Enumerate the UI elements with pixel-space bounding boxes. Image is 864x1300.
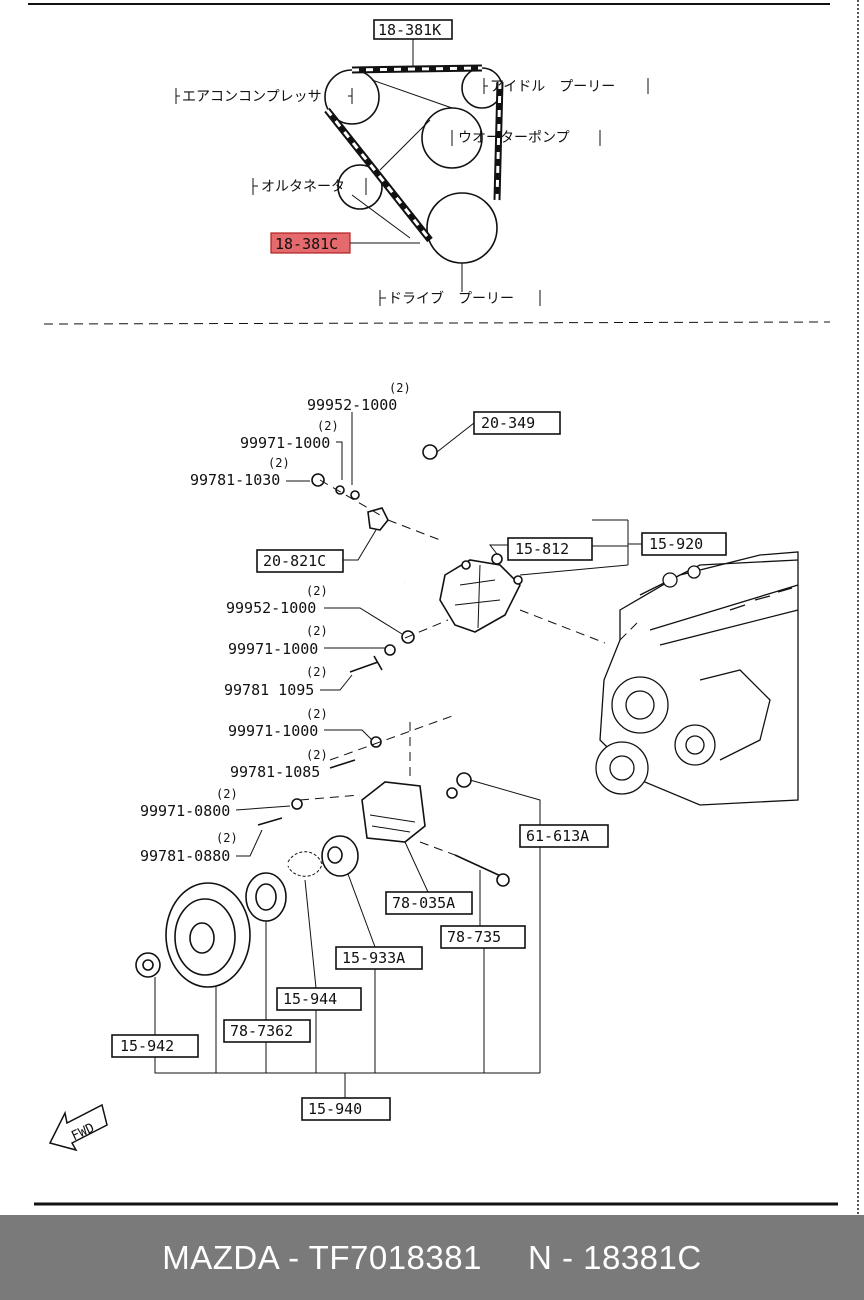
fastener-qty-1: (2) <box>389 381 411 395</box>
pump-bracket-assembly <box>367 444 523 633</box>
fastener-qty-7: (2) <box>306 707 328 721</box>
fastener-part-1: 99952-1000 <box>307 396 397 414</box>
fastener-part-10: 99781-0880 <box>140 847 230 865</box>
highlighted-part-label: 18-381C <box>275 235 338 253</box>
fastener-qty-10: (2) <box>216 831 238 845</box>
fastener-part-3: 99781-1030 <box>190 471 280 489</box>
fastener-qty-2: (2) <box>317 419 339 433</box>
part-15-812: 15-812 <box>515 540 569 558</box>
fastener-part-9: 99971-0800 <box>140 802 230 820</box>
part-15-944: 15-944 <box>283 990 337 1008</box>
part-61-613a: 61-613A <box>526 827 589 845</box>
alternator-pulley <box>337 164 383 210</box>
alternator-label: オルタネータ <box>261 179 345 195</box>
fastener-qty-8: (2) <box>306 748 328 762</box>
part-78-735: 78-735 <box>447 928 501 946</box>
fastener-labels: (2) 99952-1000 (2) 99971-1000 (2) 99781-… <box>140 381 411 865</box>
fastener-part-6: 99781 1095 <box>224 681 314 699</box>
part-78-7362: 78-7362 <box>230 1022 293 1040</box>
fastener-qty-9: (2) <box>216 787 238 801</box>
fastener-qty-3: (2) <box>268 456 290 470</box>
fastener-part-4: 99952-1000 <box>226 599 316 617</box>
part-boxes: 20-349 15-812 15-920 20-821C 61-613A 78-… <box>111 411 727 1121</box>
drive-pulley-label: ドライブ プーリー <box>388 290 514 307</box>
part-15-940: 15-940 <box>308 1100 362 1118</box>
part-15-920: 15-920 <box>649 535 703 553</box>
fastener-part-7: 99971-1000 <box>228 722 318 740</box>
fastener-part-8: 99781-1085 <box>230 763 320 781</box>
fwd-arrow-icon: FWD <box>48 1103 108 1152</box>
parts-diagram: 18-381K エアコンコンプレッサ アイドル プーリー ウオーターポンプ オル… <box>28 0 859 1215</box>
ac-compressor-label: エアコンコンプレッサ <box>182 89 322 105</box>
fastener-qty-4: (2) <box>306 584 328 598</box>
footer-right-text: N - 18381C <box>527 1238 702 1276</box>
footer-bar: MAZDA - TF7018381 N - 18381C <box>0 1215 864 1300</box>
footer-left-text: MAZDA - TF7018381 <box>162 1238 482 1276</box>
fastener-qty-6: (2) <box>306 665 328 679</box>
part-20-821c: 20-821C <box>263 552 326 570</box>
drive-pulley <box>426 192 498 264</box>
part-20-349: 20-349 <box>481 414 535 432</box>
belt-label: 18-381K <box>378 21 441 39</box>
water-pump-label: ウオーターポンプ <box>458 130 570 146</box>
fastener-part-2: 99971-1000 <box>240 434 330 452</box>
belt-layout: 18-381K エアコンコンプレッサ アイドル プーリー ウオーターポンプ オル… <box>175 19 649 307</box>
part-15-942: 15-942 <box>120 1037 174 1055</box>
part-78-035a: 78-035A <box>392 894 455 912</box>
idle-pulley-label: アイドル プーリー <box>490 79 615 95</box>
fastener-qty-5: (2) <box>306 624 328 638</box>
part-15-933a: 15-933A <box>342 949 405 967</box>
tensioner-assembly <box>135 772 510 988</box>
engine-block-illustration <box>595 551 799 806</box>
section-divider <box>43 321 831 325</box>
fastener-part-5: 99971-1000 <box>228 640 318 658</box>
